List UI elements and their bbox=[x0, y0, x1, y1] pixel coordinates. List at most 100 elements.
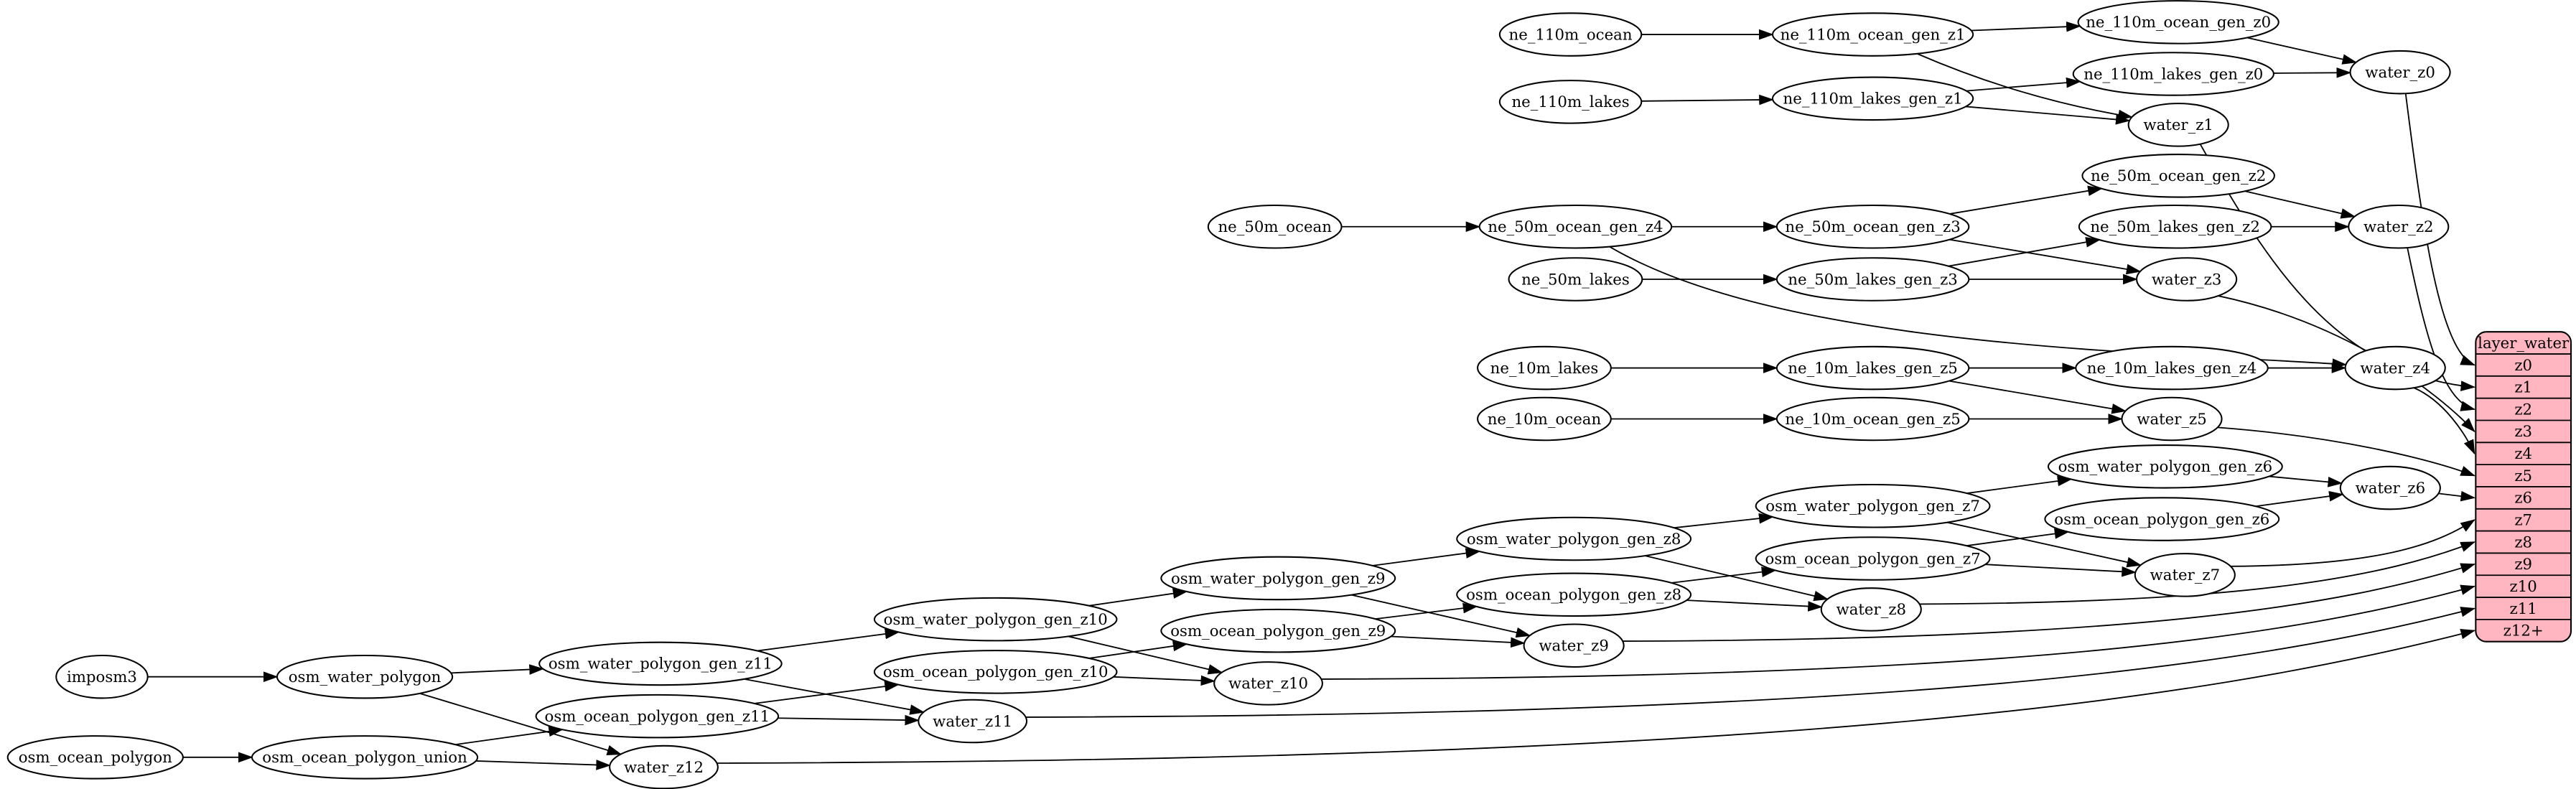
node-ne_50m_ocean_gen_z4: ne_50m_ocean_gen_z4 bbox=[1478, 204, 1673, 249]
node-ellipse-water_z4 bbox=[2344, 345, 2446, 391]
node-label-osm_ocean_polygon_gen_z8: osm_ocean_polygon_gen_z8 bbox=[1466, 587, 1681, 604]
edge-osm_ocean_polygon_gen_z7-osm_ocean_polygon_gen_z6 bbox=[1966, 528, 2070, 547]
node-ellipse-ne_50m_lakes_gen_z2 bbox=[2078, 204, 2272, 249]
node-label-osm_water_polygon_gen_z11: osm_water_polygon_gen_z11 bbox=[549, 655, 773, 673]
edge-osm_ocean_polygon_gen_z7-water_z7 bbox=[1985, 564, 2137, 577]
node-water_z10: water_z10 bbox=[1213, 661, 1323, 706]
layer-water-table: layer_waterz0z1z2z3z4z5z6z7z8z9z10z11z12… bbox=[2475, 331, 2572, 643]
edge-osm_ocean_polygon_gen_z8-water_z8 bbox=[1686, 599, 1823, 612]
edge-osm_water_polygon_gen_z8-osm_water_polygon_gen_z7 bbox=[1674, 513, 1774, 529]
node-ellipse-ne_110m_lakes bbox=[1498, 80, 1643, 124]
node-label-osm_water_polygon_gen_z10: osm_water_polygon_gen_z10 bbox=[884, 611, 1108, 629]
layer-table-row-z9: z9 bbox=[2514, 556, 2532, 574]
node-osm_ocean_polygon_gen_z10: osm_ocean_polygon_gen_z10 bbox=[873, 650, 1118, 694]
layer-table-row-z7: z7 bbox=[2514, 512, 2532, 530]
node-ellipse-osm_water_polygon_gen_z11 bbox=[538, 641, 783, 686]
edge-osm_ocean_polygon_union-water_z12 bbox=[475, 760, 611, 770]
node-label-water_z0: water_z0 bbox=[2365, 64, 2435, 82]
node-label-water_z9: water_z9 bbox=[1539, 638, 1609, 655]
node-label-osm_water_polygon_gen_z8: osm_water_polygon_gen_z8 bbox=[1467, 531, 1681, 548]
node-ellipse-osm_ocean_polygon_gen_z9 bbox=[1160, 608, 1396, 653]
node-label-water_z8: water_z8 bbox=[1837, 601, 1907, 619]
node-ellipse-ne_50m_ocean bbox=[1207, 204, 1343, 249]
edge-osm_ocean_polygon_gen_z10-osm_ocean_polygon_gen_z9 bbox=[1088, 640, 1188, 659]
edge-osm_water_polygon_gen_z10-water_z10 bbox=[1068, 635, 1223, 675]
edge-ne_50m_ocean_gen_z3-ne_50m_ocean_gen_z2 bbox=[1949, 185, 2103, 215]
node-ne_10m_ocean_gen_z5: ne_10m_ocean_gen_z5 bbox=[1775, 396, 1970, 442]
edge-osm_ocean_polygon_gen_z8-osm_ocean_polygon_gen_z7 bbox=[1671, 566, 1777, 584]
node-ellipse-osm_water_polygon_gen_z10 bbox=[873, 597, 1118, 642]
edge-water_z7-layer_z7 bbox=[2230, 519, 2475, 567]
node-ellipse-ne_110m_ocean_gen_z0 bbox=[2077, 0, 2279, 45]
node-ellipse-osm_water_polygon_gen_z7 bbox=[1755, 483, 1991, 528]
node-ne_110m_lakes: ne_110m_lakes bbox=[1498, 80, 1643, 124]
edge-osm_water_polygon_gen_z9-osm_water_polygon_gen_z8 bbox=[1372, 548, 1481, 566]
node-ellipse-ne_50m_ocean_gen_z3 bbox=[1775, 204, 1970, 249]
layer-table-row-z6: z6 bbox=[2514, 490, 2532, 508]
node-osm_ocean_polygon_gen_z7: osm_ocean_polygon_gen_z7 bbox=[1755, 536, 1991, 581]
node-label-osm_ocean_polygon_gen_z7: osm_ocean_polygon_gen_z7 bbox=[1765, 550, 1981, 568]
node-water_z6: water_z6 bbox=[2339, 465, 2441, 510]
edge-ne_110m_ocean_gen_z1-water_z1 bbox=[1916, 52, 2133, 121]
node-label-ne_110m_ocean_gen_z0: ne_110m_ocean_gen_z0 bbox=[2086, 14, 2271, 32]
node-label-ne_110m_lakes_gen_z1: ne_110m_lakes_gen_z1 bbox=[1783, 90, 1963, 108]
node-ne_110m_ocean: ne_110m_ocean bbox=[1498, 12, 1643, 57]
edge-water_z8-layer_z8 bbox=[1919, 541, 2475, 605]
node-ellipse-ne_110m_lakes_gen_z1 bbox=[1771, 76, 1974, 121]
node-water_z3: water_z3 bbox=[2136, 257, 2238, 302]
node-ellipse-osm_ocean_polygon_gen_z11 bbox=[535, 694, 780, 739]
node-ne_50m_lakes_gen_z2: ne_50m_lakes_gen_z2 bbox=[2078, 204, 2272, 249]
node-osm_water_polygon_gen_z7: osm_water_polygon_gen_z7 bbox=[1755, 483, 1991, 528]
node-ellipse-ne_10m_ocean bbox=[1477, 396, 1612, 442]
node-label-ne_110m_ocean_gen_z1: ne_110m_ocean_gen_z1 bbox=[1781, 26, 1966, 44]
node-ne_110m_lakes_gen_z0: ne_110m_lakes_gen_z0 bbox=[2072, 52, 2274, 96]
node-label-water_z1: water_z1 bbox=[2143, 116, 2213, 134]
node-ellipse-water_z2 bbox=[2348, 204, 2450, 249]
node-ne_110m_lakes_gen_z1: ne_110m_lakes_gen_z1 bbox=[1771, 76, 1974, 121]
node-ne_50m_ocean: ne_50m_ocean bbox=[1207, 204, 1343, 249]
layer-table-row-z8: z8 bbox=[2514, 533, 2532, 551]
node-ellipse-osm_ocean_polygon bbox=[6, 735, 184, 780]
node-label-osm_ocean_polygon_gen_z11: osm_ocean_polygon_gen_z11 bbox=[545, 708, 770, 726]
node-osm_water_polygon_gen_z10: osm_water_polygon_gen_z10 bbox=[873, 597, 1118, 642]
node-water_z8: water_z8 bbox=[1820, 587, 1922, 632]
node-ellipse-osm_ocean_polygon_union bbox=[251, 735, 479, 780]
node-label-osm_ocean_polygon: osm_ocean_polygon bbox=[19, 749, 172, 767]
node-label-imposm3: imposm3 bbox=[67, 668, 137, 686]
node-ellipse-water_z5 bbox=[2121, 396, 2223, 442]
node-ellipse-ne_50m_ocean_gen_z4 bbox=[1478, 204, 1673, 249]
edge-water_z4-layer_z4 bbox=[2413, 387, 2475, 455]
node-ellipse-imposm3 bbox=[55, 654, 149, 699]
node-ellipse-osm_water_polygon_gen_z6 bbox=[2047, 444, 2283, 489]
node-ellipse-osm_ocean_polygon_gen_z6 bbox=[2044, 497, 2280, 541]
edge-ne_110m_ocean_gen_z1-ne_110m_ocean_gen_z0 bbox=[1971, 21, 2081, 32]
edge-osm_water_polygon_gen_z7-water_z7 bbox=[1947, 521, 2142, 568]
node-ne_10m_ocean: ne_10m_ocean bbox=[1477, 396, 1612, 442]
layer-table-row-z12+: z12+ bbox=[2503, 622, 2544, 640]
edge-water_z9-layer_z9 bbox=[1623, 563, 2476, 643]
node-ellipse-water_z8 bbox=[1820, 587, 1922, 632]
node-ne_50m_ocean_gen_z3: ne_50m_ocean_gen_z3 bbox=[1775, 204, 1970, 249]
edge-osm_ocean_polygon_union-osm_ocean_polygon_gen_z11 bbox=[455, 726, 564, 746]
node-label-osm_ocean_polygon_gen_z10: osm_ocean_polygon_gen_z10 bbox=[883, 663, 1109, 681]
node-label-ne_50m_lakes: ne_50m_lakes bbox=[1521, 271, 1630, 289]
node-ne_50m_lakes: ne_50m_lakes bbox=[1508, 257, 1643, 302]
edge-osm_ocean_polygon_gen_z11-osm_ocean_polygon_gen_z10 bbox=[754, 681, 900, 704]
node-ellipse-osm_ocean_polygon_gen_z7 bbox=[1755, 536, 1991, 581]
node-osm_water_polygon_gen_z11: osm_water_polygon_gen_z11 bbox=[538, 641, 783, 686]
node-ellipse-water_z7 bbox=[2134, 553, 2236, 597]
node-osm_water_polygon_gen_z8: osm_water_polygon_gen_z8 bbox=[1456, 516, 1692, 561]
node-label-osm_water_polygon: osm_water_polygon bbox=[289, 668, 442, 686]
node-ellipse-ne_110m_lakes_gen_z0 bbox=[2072, 52, 2274, 96]
node-osm_ocean_polygon_gen_z9: osm_ocean_polygon_gen_z9 bbox=[1160, 608, 1396, 653]
node-label-ne_110m_lakes: ne_110m_lakes bbox=[1511, 93, 1629, 111]
node-ellipse-ne_10m_lakes bbox=[1477, 345, 1612, 391]
edge-osm_water_polygon_gen_z8-water_z8 bbox=[1645, 555, 1829, 602]
edge-ne_10m_lakes_gen_z5-water_z5 bbox=[1949, 380, 2127, 414]
node-ellipse-ne_50m_lakes_gen_z3 bbox=[1775, 257, 1970, 302]
node-osm_water_polygon_gen_z6: osm_water_polygon_gen_z6 bbox=[2047, 444, 2283, 489]
edge-ne_110m_lakes-ne_110m_lakes_gen_z1 bbox=[1641, 94, 1774, 106]
node-label-ne_10m_ocean_gen_z5: ne_10m_ocean_gen_z5 bbox=[1785, 411, 1960, 429]
node-label-osm_ocean_polygon_gen_z6: osm_ocean_polygon_gen_z6 bbox=[2054, 510, 2269, 528]
node-osm_ocean_polygon_union: osm_ocean_polygon_union bbox=[251, 735, 479, 780]
